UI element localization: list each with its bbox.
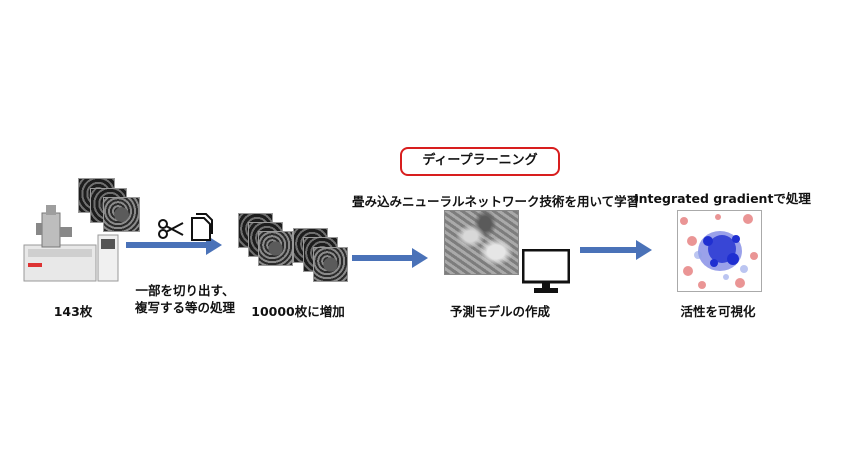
count-label: 143枚 xyxy=(53,304,93,319)
visualize-label: 活性を可視化 xyxy=(680,304,756,319)
heatmap-image xyxy=(677,210,762,292)
microscope-icon xyxy=(22,205,122,285)
process-label-line2: 複写する等の処理 xyxy=(134,300,235,315)
flow-arrow xyxy=(352,248,428,268)
model-label: 予測モデルの作成 xyxy=(449,304,550,319)
monitor-icon xyxy=(521,248,571,295)
sem-image xyxy=(313,247,348,282)
sem-zoom-image xyxy=(444,210,519,275)
sem-image xyxy=(258,231,293,266)
copy-icon xyxy=(190,212,214,242)
flow-arrow xyxy=(580,240,652,260)
process-label-line1: 一部を切り出す、 xyxy=(135,283,235,298)
cnn-caption: 畳み込みニューラルネットワーク技術を用いて学習 xyxy=(352,194,640,209)
integrated-caption: Integrated gradientで処理 xyxy=(634,191,811,206)
augmented-label: 10000枚に増加 xyxy=(251,304,345,319)
sem-image xyxy=(103,197,140,232)
process-label: 一部を切り出す、 複写する等の処理 xyxy=(130,282,240,316)
deep-learning-title: ディープラーニング xyxy=(400,147,560,176)
scissors-icon xyxy=(157,218,185,240)
